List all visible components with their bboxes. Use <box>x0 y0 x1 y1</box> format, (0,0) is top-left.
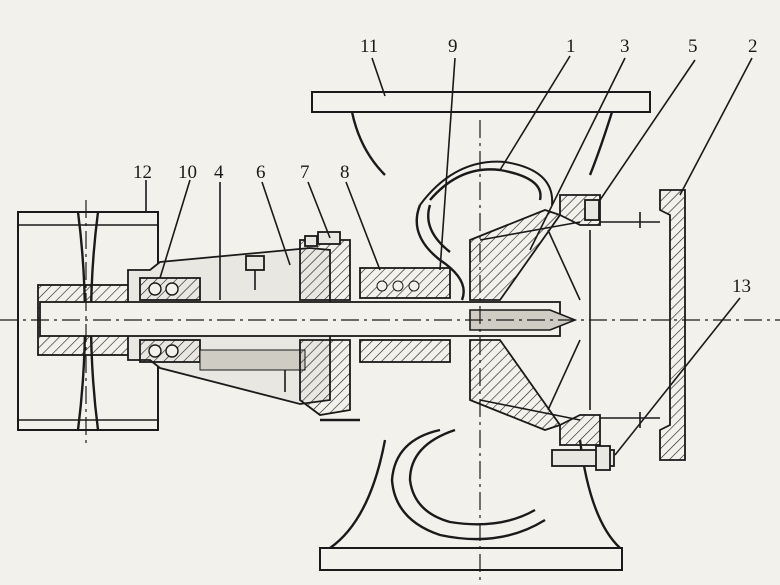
label-part-12: 12 <box>133 162 152 183</box>
volute-casing <box>311 91 651 571</box>
label-part-13: 13 <box>732 276 751 297</box>
label-part-1: 1 <box>566 36 576 57</box>
label-part-11: 11 <box>360 36 378 57</box>
label-part-5: 5 <box>688 36 698 57</box>
label-part-9: 9 <box>448 36 458 57</box>
label-part-7: 7 <box>300 162 310 183</box>
label-part-6: 6 <box>256 162 266 183</box>
suction-cover <box>559 189 686 461</box>
label-part-8: 8 <box>340 162 350 183</box>
label-part-3: 3 <box>620 36 630 57</box>
leader-lines <box>145 55 753 456</box>
stuffing-box <box>299 231 451 416</box>
label-part-4: 4 <box>214 162 224 183</box>
impeller <box>469 209 581 431</box>
label-part-2: 2 <box>748 36 758 57</box>
cover-bolt <box>551 445 615 471</box>
part-labels: 11 9 1 3 5 2 12 10 4 6 7 8 13 <box>133 36 758 297</box>
pump-shaft <box>39 301 578 337</box>
label-part-10: 10 <box>178 162 197 183</box>
